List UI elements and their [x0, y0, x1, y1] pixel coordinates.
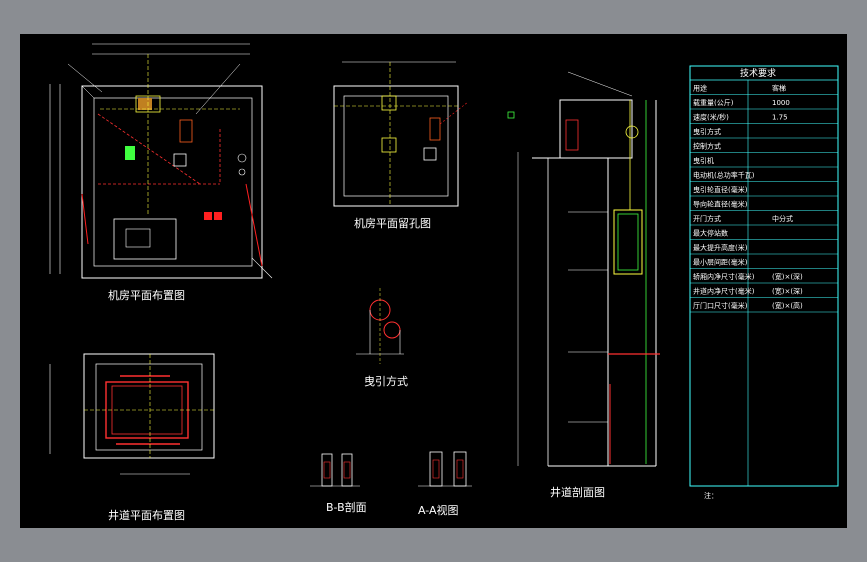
tech-table-row-label: 最大停站数 [693, 229, 728, 238]
tech-table-row-label: 曳引轮直径(毫米) [693, 185, 748, 194]
view-aa-drawing [418, 451, 472, 487]
tech-table-row-label: 曳引机 [693, 156, 714, 165]
traction-diagram [356, 288, 404, 364]
tech-table-heading: 技术要求 [740, 67, 776, 79]
tech-table-row-value: (宽)×(高) [772, 301, 803, 310]
tech-table-row-value: (宽)×(深) [772, 287, 803, 296]
tech-table-row-value: 1000 [772, 99, 790, 107]
tech-table-row-label: 电动机(总功率千瓦) [693, 171, 755, 180]
tech-table-row-label: 用途 [693, 84, 707, 93]
notes-heading: 注： [704, 491, 718, 500]
tech-table-row-value: (宽)×(深) [772, 272, 803, 281]
tech-table-row-value: 1.75 [772, 114, 788, 122]
title-machine-room-layout: 机房平面布置图 [108, 288, 185, 302]
tech-table-row-value: 客梯 [772, 84, 786, 93]
cad-drawing: 机房平面布置图 机房平面留孔图 [49, 43, 839, 522]
machine-room-layout-plan [49, 43, 273, 279]
section-bb-drawing [310, 453, 360, 487]
cad-drawing-area: 机房平面布置图 机房平面留孔图 [20, 34, 847, 528]
tech-table-row-label: 井道内净尺寸(毫米) [693, 287, 755, 296]
shaft-section-drawing [507, 71, 660, 467]
tech-table-row-label: 厅门口尺寸(毫米) [693, 301, 748, 310]
tech-table-row-label: 最大提升高度(米) [693, 243, 748, 252]
tech-table-row-label: 开门方式 [693, 214, 721, 223]
tech-table-row-label: 曳引方式 [693, 127, 721, 136]
title-traction: 曳引方式 [364, 374, 408, 388]
tech-table-row-label: 导向轮直径(毫米) [693, 200, 748, 209]
tech-table-row-label: 载重量(公斤) [693, 98, 734, 107]
machine-room-holes-plan [333, 61, 469, 207]
tech-table-row-value: 中分式 [772, 214, 793, 223]
tech-table-row-label: 控制方式 [693, 142, 721, 151]
title-view-aa: A-A视图 [418, 503, 459, 517]
shaft-plan-layout [49, 353, 215, 475]
title-shaft-layout: 井道平面布置图 [108, 508, 185, 522]
tech-table-row-label: 最小层间距(毫米) [693, 258, 748, 267]
tech-table-row-label: 速度(米/秒) [693, 113, 729, 122]
title-machine-room-holes: 机房平面留孔图 [354, 216, 431, 230]
tech-table-row-label: 轿厢内净尺寸(毫米) [693, 272, 755, 281]
title-section-bb: B-B剖面 [326, 500, 367, 514]
title-shaft-section: 井道剖面图 [550, 485, 605, 499]
